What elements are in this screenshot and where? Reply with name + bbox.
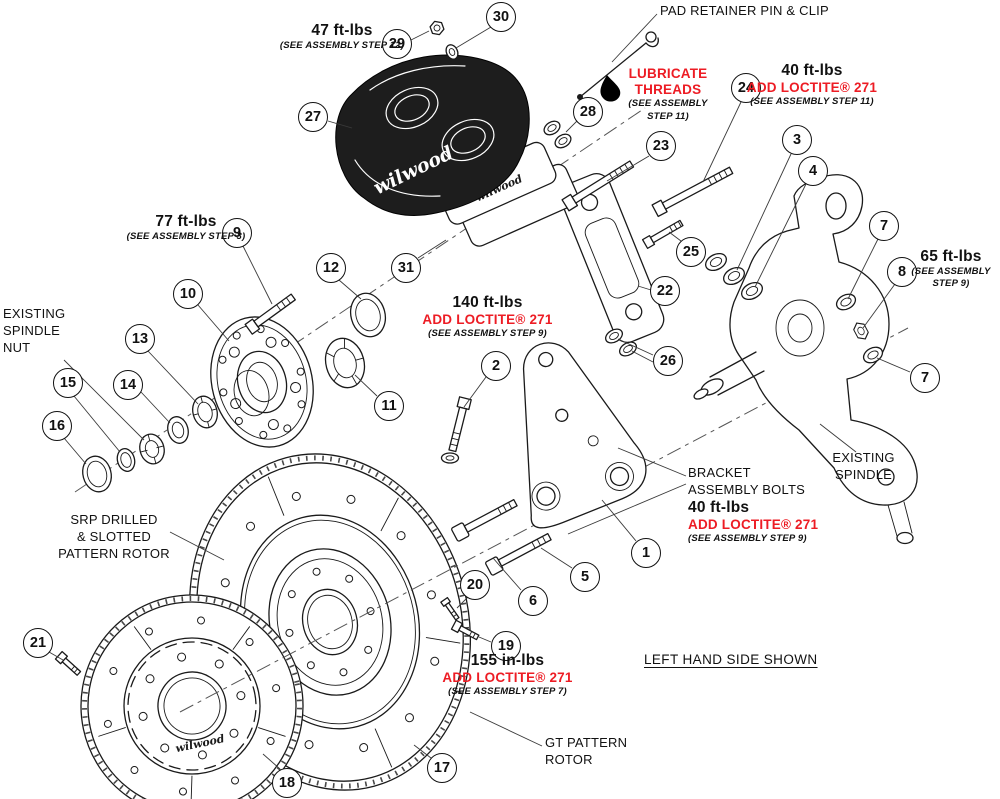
- label-existing-spindle-nut: EXISTING SPINDLE NUT: [3, 306, 65, 357]
- label-gt-rotor: GT PATTERN ROTOR: [545, 735, 627, 769]
- label-torque-47: 47 ft-lbs (SEE ASSEMBLY STEP 12): [262, 22, 422, 52]
- label-line: ROTOR: [545, 751, 593, 767]
- loctite-note: ADD LOCTITE® 271: [688, 516, 819, 532]
- label-line: EXISTING: [3, 306, 66, 321]
- assembly-step: (SEE ASSEMBLY: [911, 265, 991, 277]
- assembly-step: (SEE ASSEMBLY STEP 7): [448, 686, 567, 697]
- label-line: SPINDLE: [834, 466, 893, 482]
- lubricate-line: LUBRICATE: [628, 66, 708, 81]
- label-line: PATTERN ROTOR: [58, 545, 170, 561]
- lubricate-line: THREADS: [634, 82, 702, 98]
- loctite-note: ADD LOCTITE® 271: [422, 311, 553, 327]
- label-line: BRACKET: [688, 465, 751, 480]
- loctite-note: ADD LOCTITE® 271: [746, 79, 878, 95]
- label-torque-77: 77 ft-lbs (SEE ASSEMBLY STEP 3): [106, 213, 266, 243]
- assembly-step: (SEE ASSEMBLY STEP 9): [428, 328, 547, 339]
- hub-drawing: [210, 316, 314, 448]
- label-torque-140: 140 ft-lbs ADD LOCTITE® 271 (SEE ASSEMBL…: [405, 294, 570, 340]
- label-torque-65: 65 ft-lbs (SEE ASSEMBLY STEP 9): [903, 248, 999, 291]
- torque-value: 40 ft-lbs: [688, 498, 750, 516]
- pad-retainer-text: PAD RETAINER PIN & CLIP: [660, 3, 829, 18]
- label-line: SRP DRILLED: [70, 512, 158, 527]
- label-torque-40-top: 40 ft-lbs ADD LOCTITE® 271 (SEE ASSEMBLY…: [728, 62, 896, 108]
- assembly-step: STEP 9): [932, 278, 970, 290]
- label-line: & SLOTTED: [76, 528, 152, 544]
- label-line: GT PATTERN: [545, 735, 628, 750]
- spindle-drawing: [693, 174, 918, 545]
- assembly-step: (SEE ASSEMBLY STEP 11): [750, 96, 874, 107]
- assembly-step: STEP 11): [647, 110, 689, 122]
- label-existing-spindle: EXISTING SPINDLE: [806, 450, 921, 484]
- label-line: EXISTING: [832, 450, 895, 465]
- torque-value: 155 in-lbs: [470, 652, 545, 669]
- torque-value: 140 ft-lbs: [452, 294, 523, 311]
- label-line: ASSEMBLY BOLTS: [688, 481, 805, 497]
- assembly-step: (SEE ASSEMBLY STEP 9): [688, 532, 807, 544]
- label-torque-155: 155 in-lbs ADD LOCTITE® 271 (SEE ASSEMBL…: [425, 652, 590, 698]
- caliper-bracket-drawing: [559, 173, 665, 343]
- footer-note-text: LEFT HAND SIDE SHOWN: [644, 652, 818, 667]
- leader-lines: [48, 13, 911, 770]
- caliper-drawing: wilwood: [335, 54, 530, 216]
- torque-value: 77 ft-lbs: [155, 213, 217, 230]
- label-line: SPINDLE: [3, 322, 61, 338]
- torque-value: 40 ft-lbs: [781, 62, 843, 79]
- mounting-bracket-drawing: [522, 342, 647, 529]
- torque-value: 47 ft-lbs: [311, 22, 373, 39]
- hardware-drawing: [54, 20, 884, 676]
- assembly-step: (SEE ASSEMBLY: [628, 98, 708, 110]
- loctite-note: ADD LOCTITE® 271: [442, 669, 573, 685]
- label-lubricate-threads: LUBRICATE THREADS (SEE ASSEMBLY STEP 11): [618, 66, 718, 123]
- label-pad-retainer-pin-clip: PAD RETAINER PIN & CLIP: [660, 3, 829, 19]
- label-srp-rotor: SRP DRILLED & SLOTTED PATTERN ROTOR: [40, 512, 188, 563]
- label-bracket-assembly-bolts: BRACKET ASSEMBLY BOLTS 40 ft-lbs ADD LOC…: [688, 465, 818, 545]
- label-left-hand-side-shown: LEFT HAND SIDE SHOWN: [644, 652, 818, 669]
- label-line: NUT: [3, 339, 31, 355]
- lubricant-drop-icon: [600, 75, 621, 102]
- bearing-stack-drawing: [82, 292, 387, 493]
- assembly-step: (SEE ASSEMBLY STEP 3): [126, 230, 246, 242]
- assembly-step: (SEE ASSEMBLY STEP 12): [279, 39, 405, 51]
- torque-value: 65 ft-lbs: [920, 248, 982, 265]
